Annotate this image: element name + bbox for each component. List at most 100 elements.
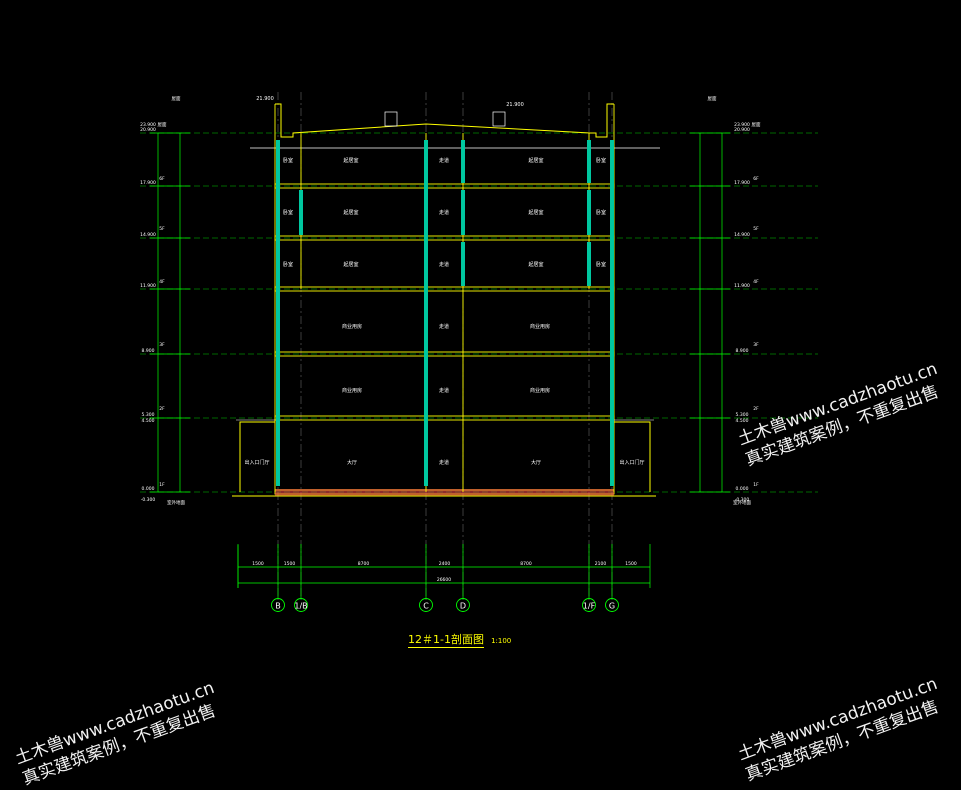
elevation-label-right: 11.900 [734, 283, 750, 289]
roof-profile [275, 103, 614, 138]
elevation-label-right: 20.900 [734, 127, 750, 133]
top-tag-left: 屋面 [172, 96, 181, 102]
dim-overall-label: 26600 [437, 577, 451, 583]
ground-note-left: 室外地面 [167, 499, 185, 506]
axis-bubble [271, 598, 285, 612]
ground-slab-hatch [275, 489, 614, 496]
room-label-entrance: 出入口门厅 [619, 459, 644, 466]
section-drawing: 21.90021.900卧室起居室走道起居室卧室卧室起居室走道起居室卧室卧室起居… [140, 92, 818, 612]
elevation-label-left: 20.900 [140, 127, 156, 133]
room-label-living: 起居室 [528, 261, 543, 268]
room-label-bedroom: 卧室 [596, 209, 606, 216]
dim-span-label: 1500 [284, 561, 296, 567]
dim-span-label: 2100 [595, 561, 607, 567]
floor-tag-left: 6F [159, 176, 165, 182]
elevation-label-right: 17.900 [734, 180, 750, 186]
room-label-bedroom: 卧室 [596, 157, 606, 164]
dim-span-label: 1500 [625, 561, 637, 567]
room-label-living: 起居室 [343, 261, 358, 268]
room-label-corridor: 走道 [439, 209, 449, 216]
roof-vent [492, 111, 506, 127]
elevation-label-left: 23.900 [140, 122, 156, 128]
axis-bubble-label: 1/B [294, 602, 307, 611]
axis-bubble [419, 598, 433, 612]
axis-bubble [294, 598, 308, 612]
elevation-label-right: 8.900 [736, 348, 749, 354]
elevation-label-left: 8.900 [142, 348, 155, 354]
axis-bubble-label: 1/F [583, 602, 596, 611]
drawing-title-block: 12＃1-1剖面图 1:100 [408, 628, 511, 648]
floor-tag-left: 2F [159, 406, 165, 412]
axis-bubble [605, 598, 619, 612]
column [587, 140, 591, 183]
room-label-commercial: 商业用房 [530, 323, 550, 330]
axis-bubble-label: G [609, 602, 615, 611]
axis-bubble-label: B [275, 602, 281, 611]
room-label-hall: 大厅 [531, 459, 541, 466]
room-label-commercial: 商业用房 [530, 387, 550, 394]
room-label-corridor: 走道 [439, 261, 449, 268]
left-podium [239, 421, 275, 492]
elevation-label-right: -0.300 [735, 497, 750, 503]
room-label-bedroom: 卧室 [596, 261, 606, 268]
floor-tag-right: 5F [753, 226, 759, 232]
roof-elevation-label: 21.900 [256, 96, 274, 102]
floor-tag-left: 4F [159, 279, 165, 285]
axis-bubble-label: C [423, 602, 429, 611]
column [587, 242, 591, 286]
room-label-living: 起居室 [528, 209, 543, 216]
elevation-label-right: 23.900 [734, 122, 750, 128]
floor-tag-right: 1F [753, 482, 759, 488]
dim-span-label: 2400 [439, 561, 451, 567]
column [299, 190, 303, 235]
room-label-bedroom: 卧室 [283, 157, 293, 164]
room-label-corridor: 走道 [439, 387, 449, 394]
dim-span-label: 8700 [358, 561, 370, 567]
elevation-label-right: 4.500 [736, 418, 749, 424]
floor-tag-right: 屋面 [752, 122, 761, 128]
room-label-commercial: 商业用房 [342, 387, 362, 394]
room-label-bedroom: 卧室 [283, 209, 293, 216]
room-label-corridor: 走道 [439, 157, 449, 164]
elevation-label-right: 14.900 [734, 232, 750, 238]
elevation-label-left: 11.900 [140, 283, 156, 289]
elevation-label-right: 0.000 [736, 486, 749, 492]
room-label-living: 起居室 [528, 157, 543, 164]
column [461, 242, 465, 286]
floor-tag-left: 3F [159, 342, 165, 348]
axis-bubble [456, 598, 470, 612]
column [424, 140, 428, 486]
ground-note-right: 室外地面 [733, 499, 751, 506]
floor-tag-left: 屋面 [158, 122, 167, 128]
elevation-label-left: 17.900 [140, 180, 156, 186]
roof-elevation-label: 21.900 [506, 102, 524, 108]
column [587, 190, 591, 235]
axis-bubble [582, 598, 596, 612]
floor-tag-right: 6F [753, 176, 759, 182]
top-tag-right: 屋面 [708, 96, 717, 102]
roof-vent [384, 111, 398, 127]
floor-tag-right: 3F [753, 342, 759, 348]
column [461, 190, 465, 235]
drawing-title: 12＃1-1剖面图 [408, 633, 484, 648]
room-label-living: 起居室 [343, 209, 358, 216]
room-label-corridor: 走道 [439, 323, 449, 330]
room-label-corridor: 走道 [439, 459, 449, 466]
elevation-label-left: 14.900 [140, 232, 156, 238]
dim-span-label: 8700 [520, 561, 532, 567]
room-label-hall: 大厅 [347, 459, 357, 466]
axis-bubble-label: D [460, 602, 466, 611]
floor-tag-left: 5F [159, 226, 165, 232]
room-label-living: 起居室 [343, 157, 358, 164]
column [276, 140, 280, 486]
elevation-label-left: 5.300 [142, 412, 155, 418]
right-podium [614, 421, 651, 492]
room-label-commercial: 商业用房 [342, 323, 362, 330]
elevation-label-left: 0.000 [142, 486, 155, 492]
elevation-label-right: 5.300 [736, 412, 749, 418]
room-label-bedroom: 卧室 [283, 261, 293, 268]
floor-tag-left: 1F [159, 482, 165, 488]
room-label-entrance: 出入口门厅 [244, 459, 269, 466]
dim-span-label: 1500 [252, 561, 264, 567]
elevation-label-left: -0.300 [141, 497, 156, 503]
